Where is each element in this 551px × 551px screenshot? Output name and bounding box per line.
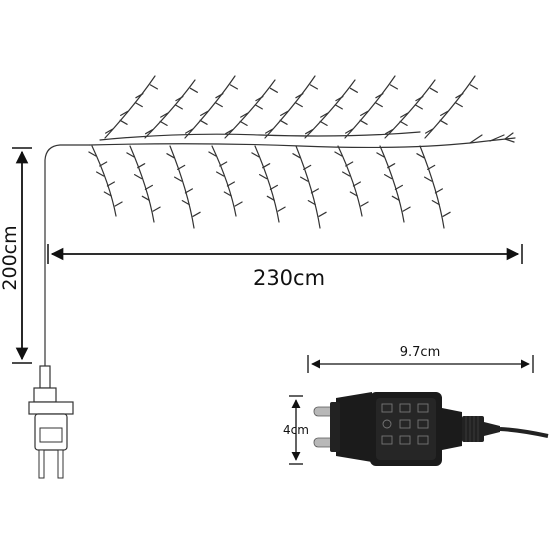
adapter-width-label: 9.7cm xyxy=(400,345,441,360)
power-adapter-icon xyxy=(313,392,549,466)
adapter-height-label: 4cm xyxy=(283,423,309,437)
euro-plug-icon xyxy=(28,365,74,479)
adapter-width-dimension: 9.7cm xyxy=(307,345,534,373)
adapter-height-dimension: 4cm xyxy=(283,395,309,465)
height-dimension: 200cm xyxy=(0,147,32,364)
height-label: 200cm xyxy=(0,225,21,290)
willow-branch-icon xyxy=(88,75,516,229)
width-label: 230cm xyxy=(253,266,325,290)
power-wire xyxy=(44,144,90,368)
width-dimension: 230cm xyxy=(47,244,523,290)
